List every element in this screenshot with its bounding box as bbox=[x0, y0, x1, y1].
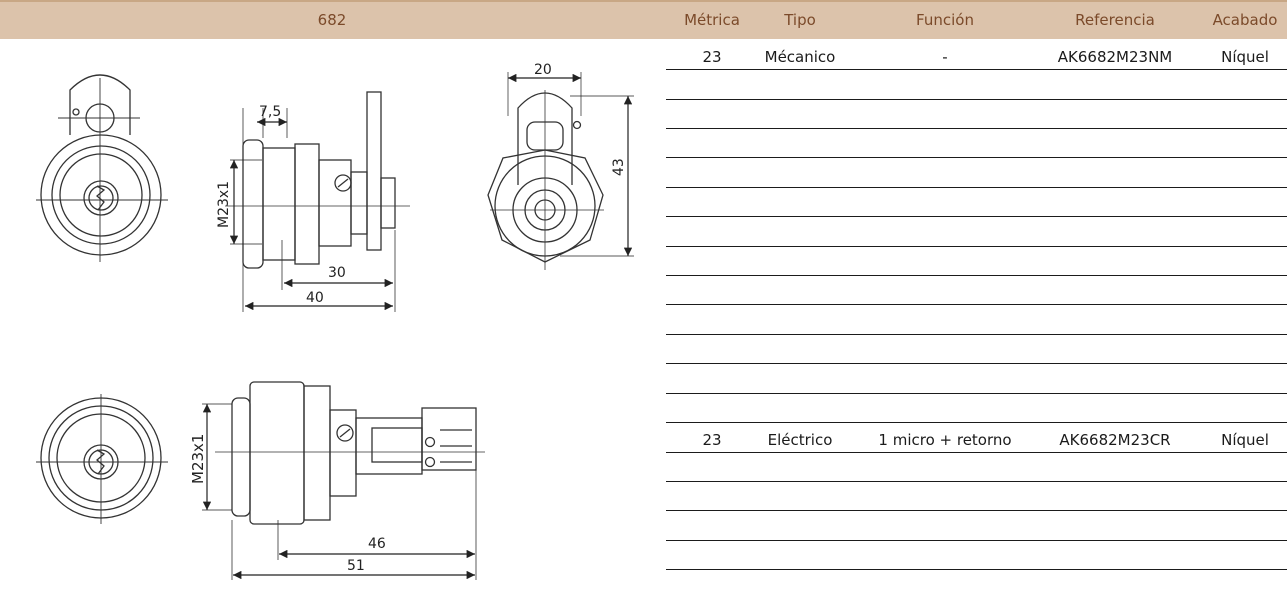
table-rule bbox=[666, 187, 1287, 188]
dim-thread-label: M23x1 bbox=[216, 181, 232, 228]
table-rule bbox=[666, 452, 1287, 453]
column-header-tipo: Tipo bbox=[784, 11, 816, 29]
dim-top-label: 20 bbox=[534, 62, 552, 78]
row1-acabado: Níquel bbox=[1221, 48, 1269, 66]
table-rule bbox=[666, 422, 1287, 423]
table-rule bbox=[666, 99, 1287, 100]
dimension-lines-top-rear bbox=[507, 72, 634, 257]
table-rule bbox=[666, 334, 1287, 335]
dim-short-label: 30 bbox=[328, 265, 346, 281]
dim-thread-label-bottom: M23x1 bbox=[189, 434, 207, 484]
row1-funcion: - bbox=[942, 48, 948, 66]
side-view-electric bbox=[215, 381, 485, 580]
technical-drawings: 7,5 M23x1 30 40 20 43 bbox=[36, 62, 634, 580]
product-title: 682 bbox=[317, 11, 347, 29]
table-rule bbox=[666, 510, 1287, 511]
row1-referencia: AK6682M23NM bbox=[1057, 48, 1173, 66]
row2-acabado: Níquel bbox=[1221, 431, 1269, 449]
row1-metrica: 23 bbox=[702, 48, 722, 66]
dim-short-label-bottom: 46 bbox=[368, 536, 386, 552]
table-rule bbox=[666, 393, 1287, 394]
dim-long-label-bottom: 51 bbox=[347, 558, 365, 574]
row2-referencia: AK6682M23CR bbox=[1059, 431, 1171, 449]
row2-metrica: 23 bbox=[702, 431, 722, 449]
table-header: 682 Métrica Tipo Función Referencia Acab… bbox=[0, 0, 1287, 39]
rear-view-mechanical bbox=[487, 90, 604, 270]
front-view-mechanical bbox=[36, 74, 168, 262]
column-header-referencia: Referencia bbox=[1075, 11, 1155, 29]
column-header-funcion: Función bbox=[916, 11, 974, 29]
table-rule bbox=[666, 540, 1287, 541]
table-rule bbox=[666, 157, 1287, 158]
table-rule bbox=[666, 569, 1287, 570]
dim-long-label: 40 bbox=[306, 290, 324, 306]
dim-width-label: 7,5 bbox=[259, 104, 281, 120]
table-rule bbox=[666, 216, 1287, 217]
table-rule bbox=[666, 304, 1287, 305]
row1-tipo: Mécanico bbox=[764, 48, 836, 66]
table-rule bbox=[666, 275, 1287, 276]
row2-tipo: Eléctrico bbox=[767, 431, 833, 449]
table-rule bbox=[666, 128, 1287, 129]
table-rule bbox=[666, 69, 1287, 70]
side-view-mechanical bbox=[225, 91, 410, 312]
table-rule bbox=[666, 481, 1287, 482]
row2-funcion: 1 micro + retorno bbox=[878, 431, 1012, 449]
column-header-acabado: Acabado bbox=[1212, 11, 1278, 29]
front-view-electric bbox=[36, 394, 168, 524]
table-rule bbox=[666, 363, 1287, 364]
column-header-metrica: Métrica bbox=[684, 11, 740, 29]
dim-height-label: 43 bbox=[611, 158, 627, 176]
dimension-lines-bottom-side bbox=[202, 403, 475, 580]
dimension-lines-top-side bbox=[229, 117, 393, 311]
table-rule bbox=[666, 246, 1287, 247]
